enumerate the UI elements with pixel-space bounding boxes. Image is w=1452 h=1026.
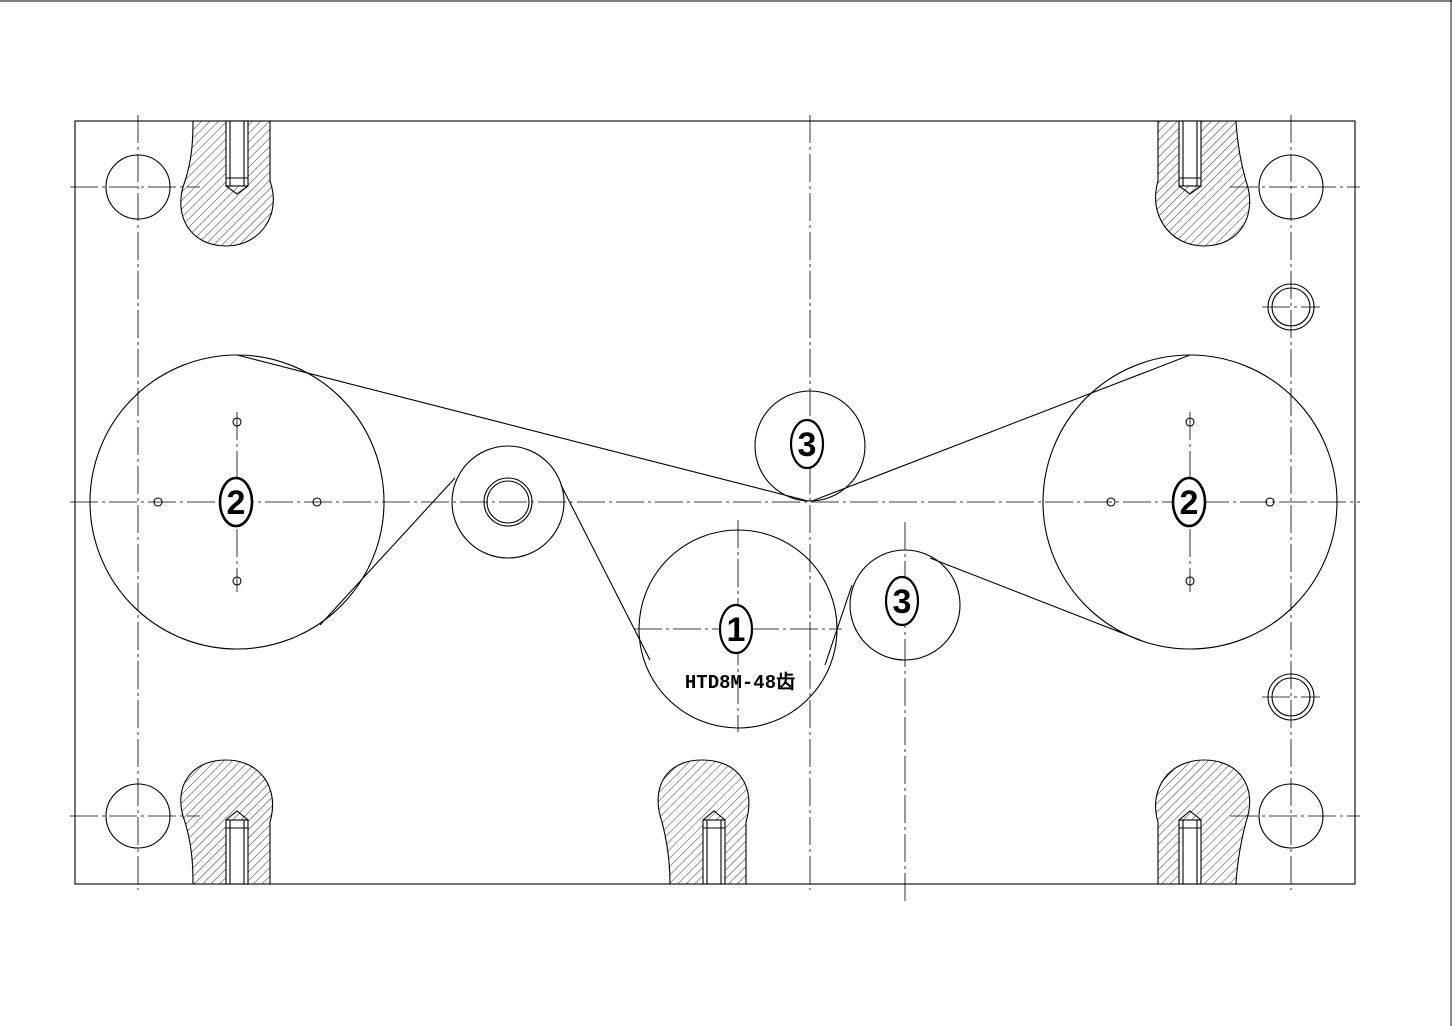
- clamp-bottom-left: [180, 759, 274, 885]
- balloon-label: 3: [893, 583, 912, 621]
- mounting-hole: [105, 154, 171, 220]
- reel-left: [89, 354, 385, 650]
- mounting-holes: [105, 154, 1324, 849]
- idler-top: [754, 390, 866, 502]
- balloon-idler-bottom: 3: [884, 575, 920, 627]
- balloon-label: 3: [798, 426, 817, 464]
- reel-right: [1042, 354, 1338, 650]
- balloon-label: 1: [727, 611, 746, 649]
- balloon-drive-pulley: 1: [718, 603, 754, 655]
- clamp-top-left: [180, 120, 274, 247]
- locating-holes: [1267, 283, 1315, 721]
- balloon-reel-left: 2: [218, 476, 254, 528]
- timing-belt: [236, 354, 1191, 666]
- clamp-top-right: [1155, 120, 1251, 247]
- balloon-idler-top: 3: [789, 418, 825, 470]
- mounting-hole: [1258, 154, 1324, 220]
- guide-roller: [451, 445, 565, 559]
- idler-bottom: [849, 549, 961, 661]
- mounting-hole: [1258, 783, 1324, 849]
- belt-spec-label: HTD8M-48齿: [685, 671, 795, 694]
- balloon-label: 2: [1180, 484, 1199, 522]
- mounting-hole: [105, 783, 171, 849]
- clamp-bottom-right: [1155, 759, 1251, 885]
- balloon-reel-right: 2: [1171, 476, 1207, 528]
- drive-pulley: [638, 529, 838, 729]
- clamp-bottom-center: [657, 759, 750, 885]
- balloon-label: 2: [227, 484, 246, 522]
